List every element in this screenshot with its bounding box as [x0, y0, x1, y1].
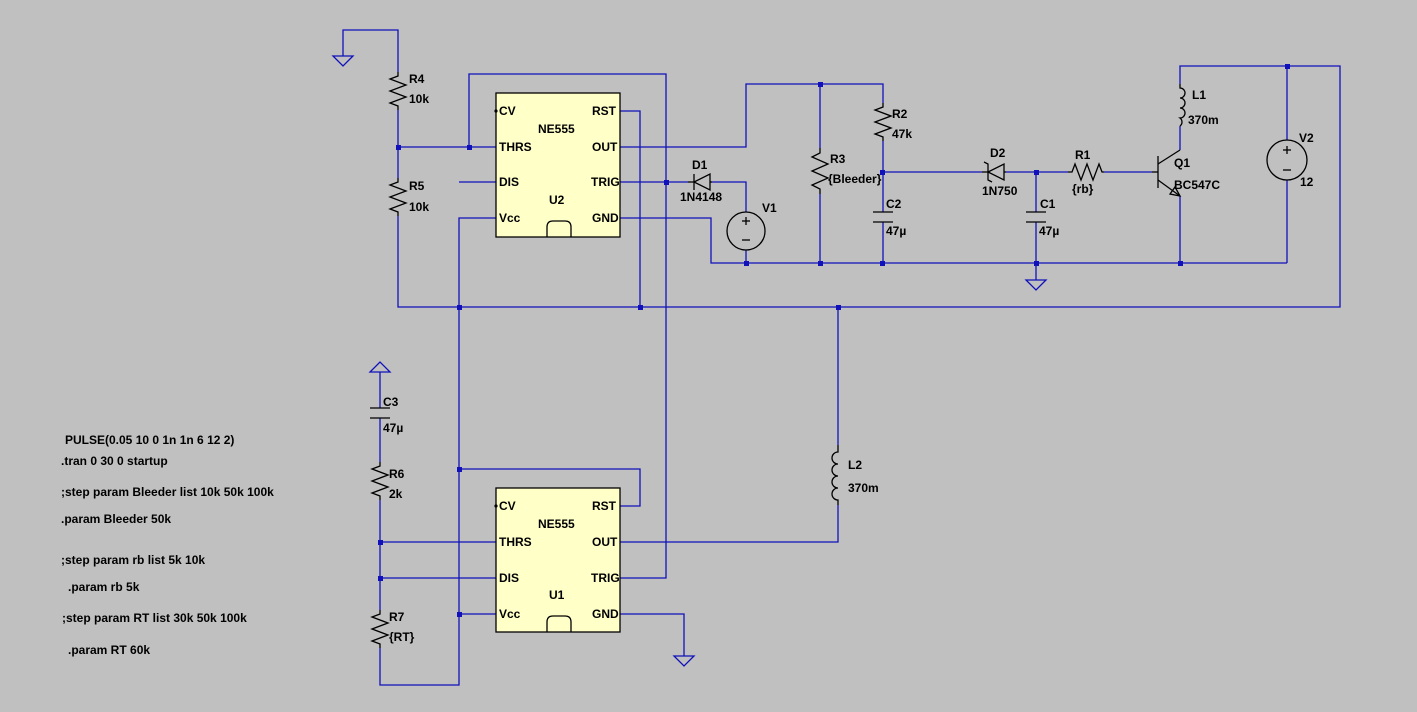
- ref-label: C1: [1040, 197, 1056, 211]
- resistor-r7[interactable]: R7 {RT}: [370, 610, 415, 648]
- ref-label: R3: [830, 152, 846, 166]
- value-label: 47µ: [383, 421, 403, 435]
- resistor-r1[interactable]: R1 {rb}: [1068, 148, 1104, 196]
- spice-directives: PULSE(0.05 10 0 1n 1n 6 12 2) .tran 0 30…: [61, 433, 274, 657]
- value-label: {rb}: [1072, 182, 1094, 196]
- inductor-l2[interactable]: L2 370m: [831, 445, 879, 505]
- ref-label: D2: [990, 146, 1006, 160]
- pin-label-trig: TRIG: [591, 571, 620, 585]
- voltage-source-v2[interactable]: V2 12: [1266, 131, 1314, 189]
- ref-label: C3: [383, 395, 399, 409]
- chip-ref-label: U1: [549, 588, 565, 602]
- ref-label: R2: [892, 107, 908, 121]
- directive-text[interactable]: ;step param rb list 5k 10k: [61, 553, 205, 567]
- ref-label: R4: [409, 72, 425, 86]
- ref-label: V1: [762, 201, 777, 215]
- value-label: {Bleeder}: [828, 172, 882, 186]
- ref-label: R6: [389, 467, 405, 481]
- ref-label: L1: [1192, 88, 1206, 102]
- capacitor-c3[interactable]: C3 47µ: [370, 395, 403, 435]
- pin-label-cv: CV: [499, 104, 516, 118]
- pin-label-gnd: GND: [592, 607, 619, 621]
- directive-text[interactable]: .param RT 60k: [68, 643, 150, 657]
- pin-label-vcc: Vcc: [499, 211, 521, 225]
- chip-ref-label: U2: [549, 193, 565, 207]
- junction-dots: [378, 64, 1290, 617]
- directive-text[interactable]: PULSE(0.05 10 0 1n 1n 6 12 2): [65, 433, 234, 447]
- pin-label-out: OUT: [592, 140, 618, 154]
- resistor-r3[interactable]: R3 {Bleeder}: [810, 148, 882, 194]
- value-label: 47k: [892, 127, 912, 141]
- inductor-l1[interactable]: L1 370m: [1178, 84, 1219, 127]
- value-label: 10k: [409, 200, 429, 214]
- value-label: 1N750: [982, 184, 1018, 198]
- ground-icon: [1024, 279, 1048, 291]
- directive-text[interactable]: .param Bleeder 50k: [61, 512, 171, 526]
- directive-text[interactable]: ;step param RT list 30k 50k 100k: [62, 611, 247, 625]
- npn-transistor-q1[interactable]: Q1 BC547C: [1152, 149, 1220, 197]
- value-label: 12: [1300, 175, 1314, 189]
- ref-label: R7: [389, 610, 405, 624]
- diode-d1[interactable]: D1 1N4148: [680, 158, 722, 204]
- ref-label: R1: [1075, 148, 1091, 162]
- pin-label-trig: TRIG: [591, 175, 620, 189]
- pin-label-dis: DIS: [499, 571, 519, 585]
- resistor-r6[interactable]: R6 2k: [370, 462, 405, 501]
- pin-label-thrs: THRS: [499, 140, 532, 154]
- directive-text[interactable]: .param rb 5k: [68, 580, 140, 594]
- ground-icon: [672, 655, 696, 667]
- pin-label-dis: DIS: [499, 175, 519, 189]
- ne555-u2[interactable]: CV THRS DIS Vcc RST OUT TRIG GND NE555 U…: [494, 92, 621, 238]
- value-label: 47µ: [886, 224, 906, 238]
- value-label: 10k: [409, 92, 429, 106]
- value-label: 47µ: [1039, 224, 1059, 238]
- ref-label: L2: [848, 458, 862, 472]
- pin-label-rst: RST: [592, 104, 617, 118]
- value-label: 370m: [1188, 113, 1219, 127]
- capacitor-c1[interactable]: C1 47µ: [1026, 197, 1059, 238]
- value-label: 2k: [389, 487, 403, 501]
- resistor-r2[interactable]: R2 47k: [873, 103, 912, 141]
- ref-label: R5: [409, 179, 425, 193]
- ref-label: D1: [692, 158, 708, 172]
- pin-label-cv: CV: [499, 499, 516, 513]
- supply-flag-icon: [368, 361, 392, 373]
- pin-label-out: OUT: [592, 535, 618, 549]
- pin-label-vcc: Vcc: [499, 607, 521, 621]
- resistor-r4[interactable]: R4 10k: [388, 72, 429, 110]
- wires: [342, 29, 1341, 686]
- directive-text[interactable]: .tran 0 30 0 startup: [61, 454, 168, 468]
- ref-label: Q1: [1174, 156, 1190, 170]
- value-label: 1N4148: [680, 190, 722, 204]
- value-label: BC547C: [1174, 178, 1220, 192]
- pin-label-gnd: GND: [592, 211, 619, 225]
- ref-label: C2: [886, 197, 902, 211]
- value-label: {RT}: [389, 630, 415, 644]
- ground-icon: [331, 55, 355, 67]
- ne555-u1[interactable]: CV THRS DIS Vcc RST OUT TRIG GND NE555 U…: [494, 487, 621, 633]
- directive-text[interactable]: ;step param Bleeder list 10k 50k 100k: [61, 485, 274, 499]
- pin-label-rst: RST: [592, 499, 617, 513]
- zener-diode-d2[interactable]: D2 1N750: [982, 146, 1018, 198]
- voltage-source-v1[interactable]: V1: [726, 201, 777, 251]
- value-label: 370m: [848, 481, 879, 495]
- capacitor-c2[interactable]: C2 47µ: [873, 197, 906, 238]
- chip-type-label: NE555: [538, 517, 575, 531]
- resistor-r5[interactable]: R5 10k: [388, 178, 429, 216]
- pin-label-thrs: THRS: [499, 535, 532, 549]
- chip-type-label: NE555: [538, 122, 575, 136]
- ref-label: V2: [1299, 131, 1314, 145]
